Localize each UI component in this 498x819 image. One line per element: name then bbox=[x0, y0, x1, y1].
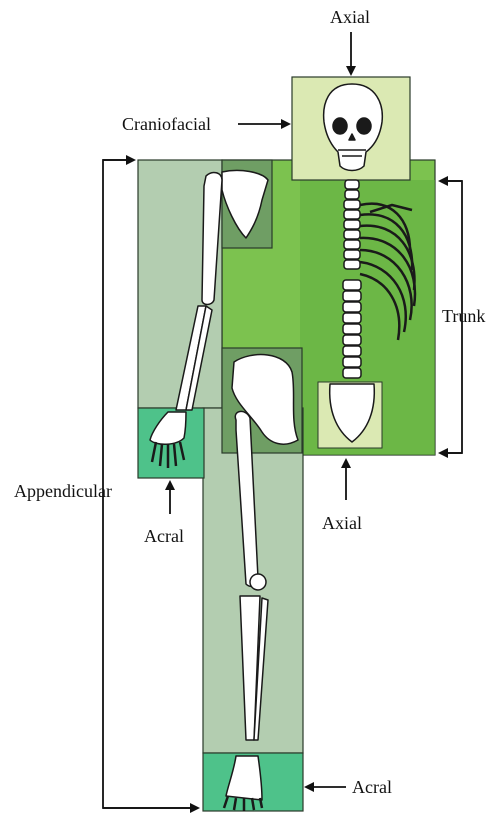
patella bbox=[250, 574, 266, 590]
label-axial-top: Axial bbox=[330, 8, 370, 26]
label-acral-hand: Acral bbox=[144, 527, 184, 545]
label-trunk: Trunk bbox=[442, 307, 485, 325]
label-craniofacial: Craniofacial bbox=[122, 115, 211, 133]
label-acral-foot: Acral bbox=[352, 778, 392, 796]
label-axial-bottom: Axial bbox=[322, 514, 362, 532]
label-appendicular: Appendicular bbox=[14, 482, 112, 500]
